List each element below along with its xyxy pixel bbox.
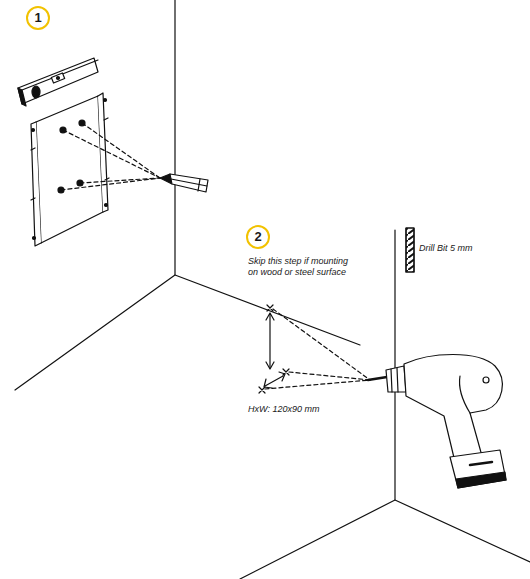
note-text: Skip this step if mounting on wood or st… [248,256,360,278]
callout-number: 1 [28,8,48,28]
dimension-label: HxW: 120x90 mm [248,404,320,415]
wall-corner [15,0,175,390]
mounting-bracket [31,93,109,246]
spirit-level [18,58,98,106]
floor-line [395,500,530,562]
callout-circle [247,226,269,248]
callout-circle [27,7,49,29]
wall-corner [240,230,395,579]
part-label: Drill Bit 5 mm [419,243,473,254]
sight-lines [265,309,370,389]
pencil [160,174,208,192]
floor-line [175,275,360,345]
drill-marks [259,305,289,393]
drill-bit-icon [406,228,414,272]
power-drill [368,355,506,489]
callout-number: 2 [248,227,268,247]
sight-lines [61,123,160,190]
